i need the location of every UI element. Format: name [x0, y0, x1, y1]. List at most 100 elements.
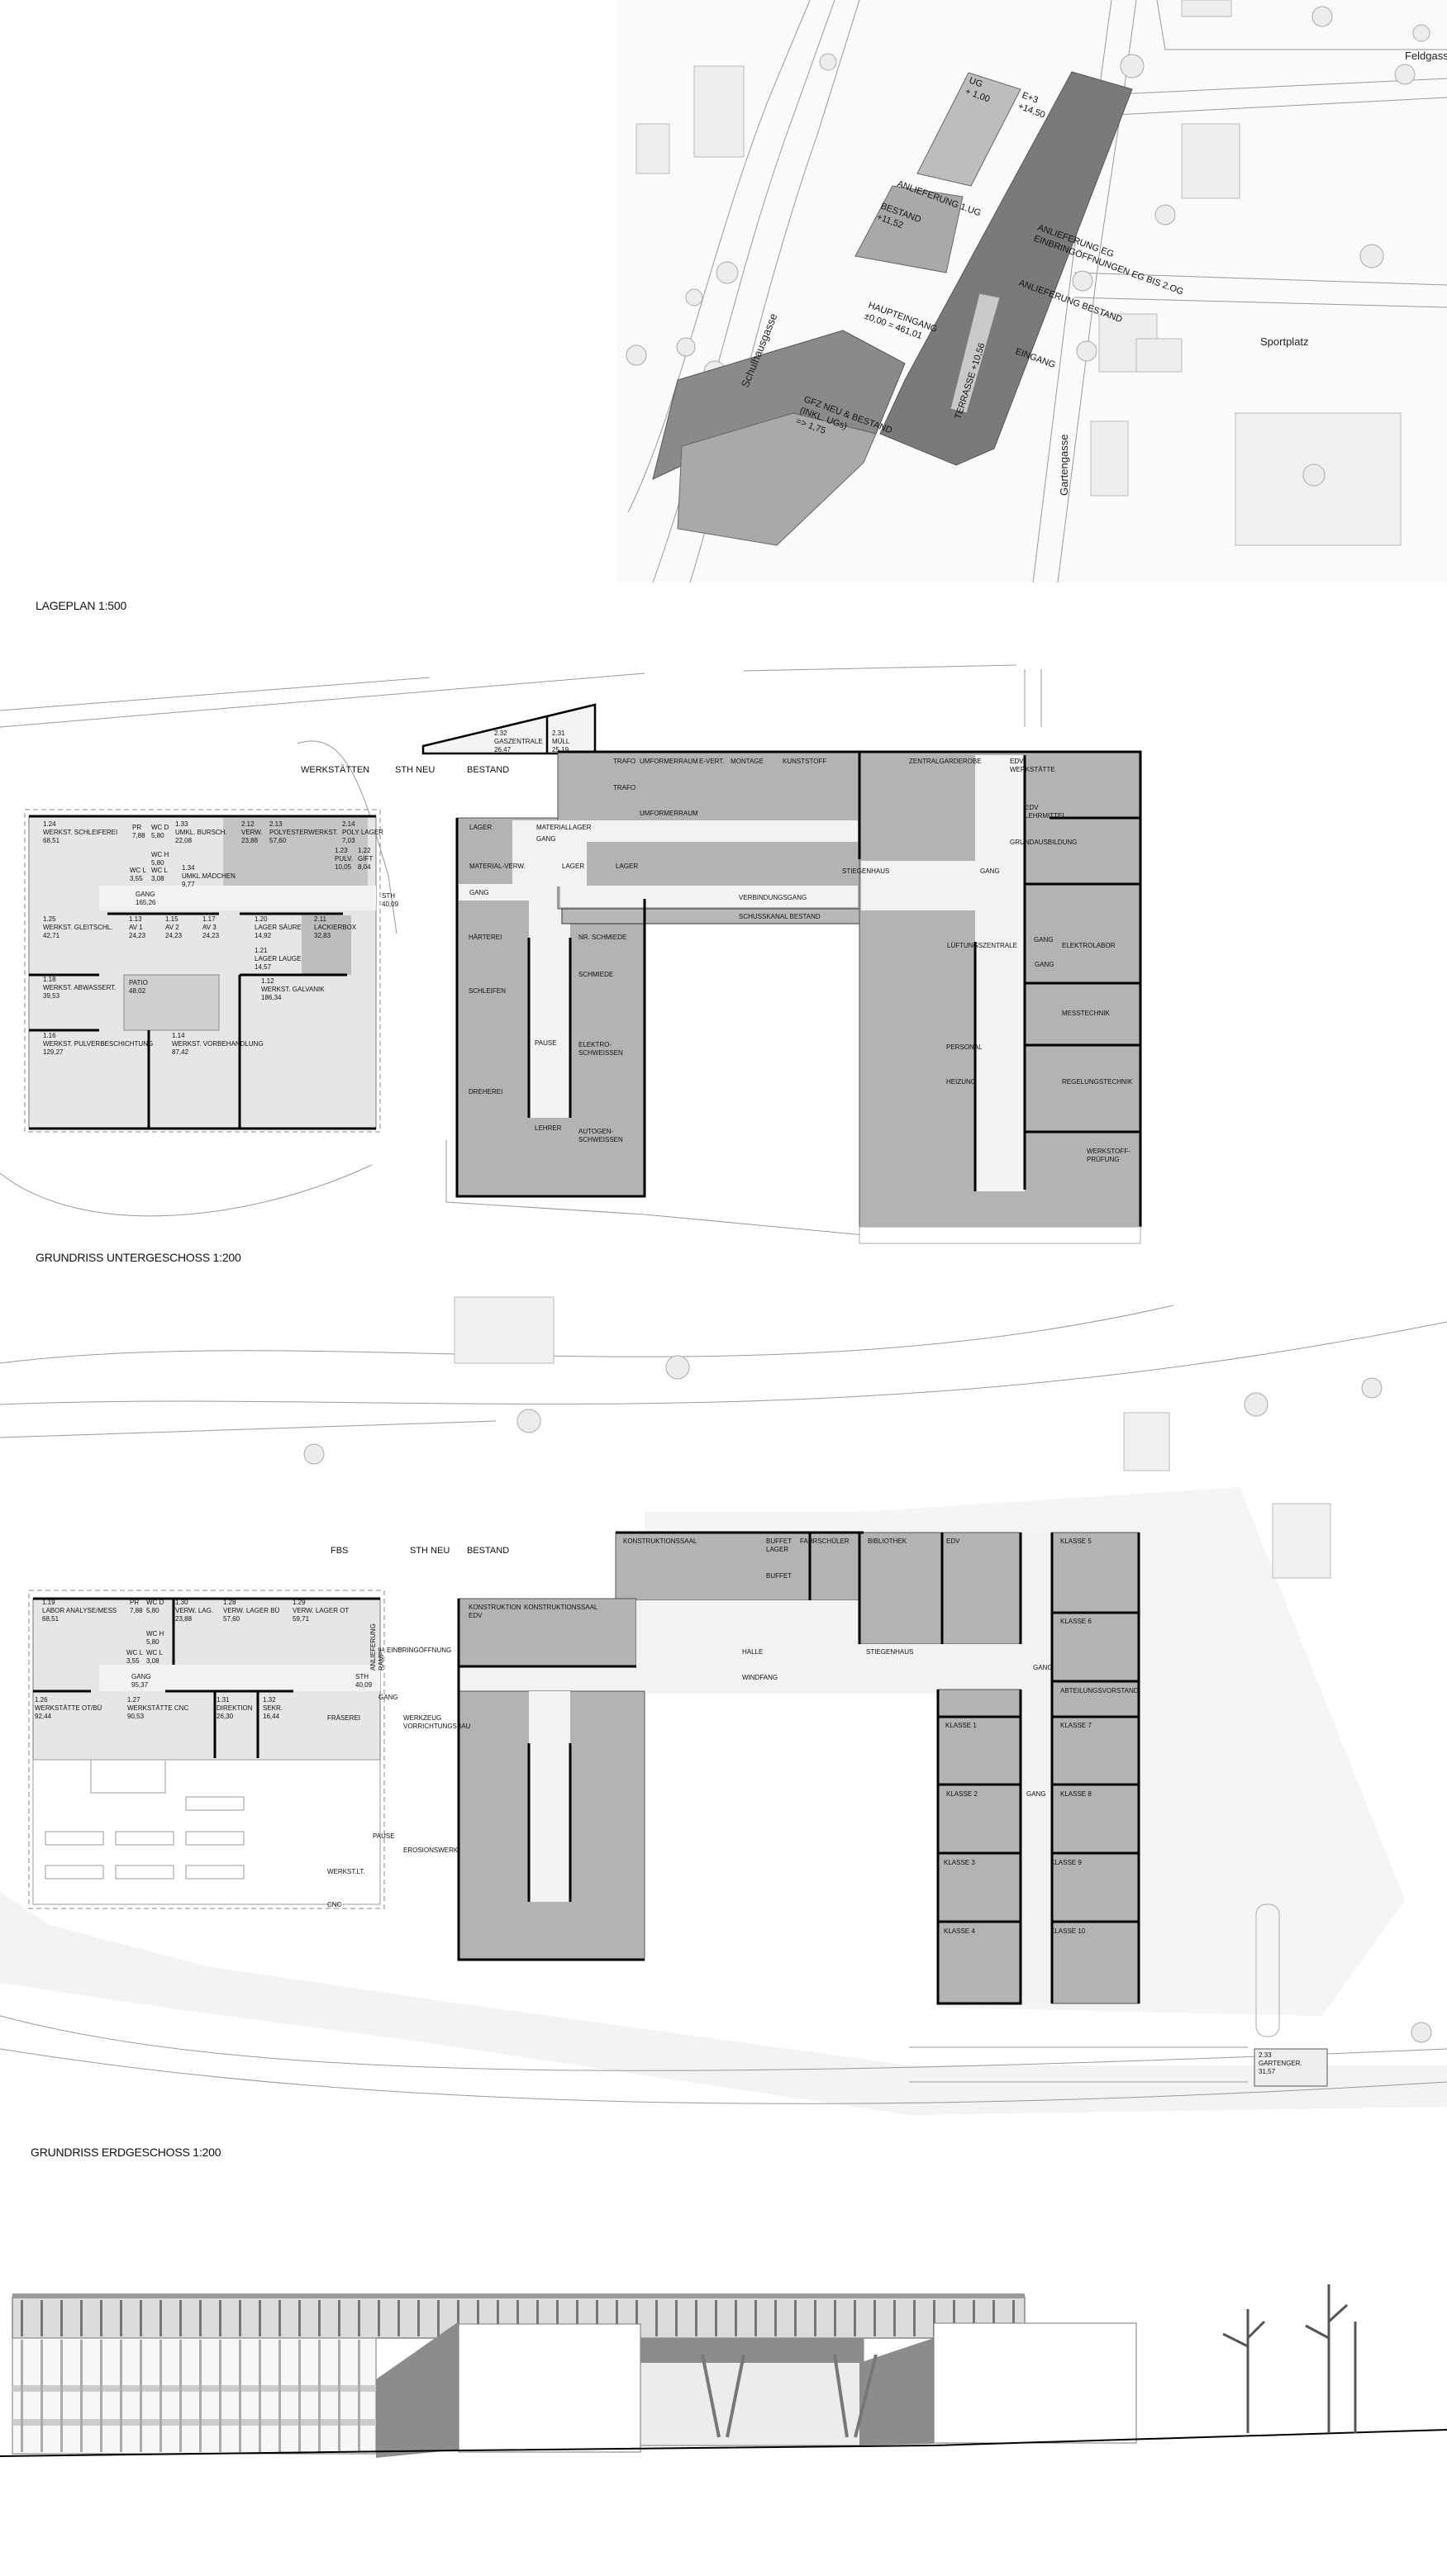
room-label: 1.29 — [293, 1599, 306, 1606]
room-label: LAGER — [562, 863, 584, 870]
mullion — [854, 2300, 856, 2336]
room-label: 57,60 — [223, 1615, 240, 1623]
room-label: KONSTRUKTIONSSAAL — [623, 1538, 697, 1545]
room-label: E-VERT. — [699, 758, 725, 765]
section-label: STH NEU — [395, 765, 435, 775]
room-label: 2.11 — [314, 915, 327, 923]
room-label: WERKST. SCHLEIFEREI — [43, 829, 117, 836]
room-label: EDV — [1010, 758, 1024, 765]
mullion — [735, 2300, 737, 2336]
room-label: WERKSTÄTTE — [1010, 766, 1055, 773]
room-label: KLASSE 7 — [1060, 1722, 1092, 1729]
room-label: HEIZUNG — [946, 1078, 976, 1086]
mullion — [140, 2300, 142, 2336]
mullion — [695, 2300, 697, 2336]
room-label: TRAFO — [613, 758, 635, 765]
room-label: KONSTRUKTIONSSAAL — [524, 1604, 598, 1611]
room-label: 90,53 — [127, 1713, 145, 1720]
room-label: 1.30 — [175, 1599, 188, 1606]
room-label: 23,88 — [241, 837, 259, 844]
room-label: STIEGENHAUS — [842, 867, 889, 875]
room-label: PATIO — [129, 979, 148, 986]
room-label: 1.28 — [223, 1599, 236, 1606]
site-plan — [616, 0, 1447, 583]
room-label: GIFT — [358, 855, 373, 863]
eg-plan — [0, 1296, 1447, 2115]
room-label: 1.20 — [255, 915, 268, 923]
mullion — [794, 2300, 797, 2336]
room-label: GASZENTRALE — [494, 738, 543, 745]
room-label: WERKST. ABWASSERT. — [43, 984, 116, 991]
room-label: MÜLL — [552, 738, 570, 745]
mullion — [635, 2300, 638, 2336]
mullion — [477, 2300, 479, 2336]
mullion — [933, 2300, 935, 2336]
mullion — [516, 2300, 519, 2336]
mullion — [774, 2300, 777, 2336]
room-label: WC L — [146, 1649, 164, 1656]
room-label: GRUNDAUSBILDUNG — [1010, 839, 1077, 846]
room-label: 7,03 — [342, 837, 355, 844]
room-label: WC L — [130, 867, 147, 874]
section-label: STH NEU — [410, 1546, 450, 1556]
site-annotation: UG — [968, 76, 984, 90]
room-label: WC L — [126, 1649, 144, 1656]
street-label: Gartengasse — [1058, 435, 1070, 496]
room-label: 2.33 — [1259, 2051, 1272, 2059]
mullion — [358, 2300, 360, 2336]
mullion — [278, 2340, 281, 2452]
room-label: LAGER — [766, 1546, 788, 1553]
mullion — [338, 2300, 340, 2336]
room-label: GARTENGER. — [1259, 2060, 1302, 2067]
ug-plan-caption: GRUNDRISS UNTERGESCHOSS 1:200 — [36, 1251, 241, 1264]
mullion — [318, 2300, 321, 2336]
mullion — [1012, 2300, 1015, 2336]
room-label: SCHWEISSEN — [578, 1049, 623, 1057]
mullion — [992, 2300, 995, 2336]
room-label: UMFORMERRAUM — [640, 810, 698, 817]
room-label: 10,05 — [335, 863, 352, 871]
room-label: KLASSE 9 — [1050, 1859, 1082, 1866]
mullion — [913, 2300, 916, 2336]
room-label: LEHRER — [535, 1124, 562, 1132]
room-label: MATERIALLAGER — [536, 824, 592, 831]
room-label: VERW. LAGER BÜ — [223, 1607, 280, 1614]
room-label: 26,30 — [217, 1713, 234, 1720]
room-label: DREHEREI — [469, 1088, 502, 1096]
room-label: GANG — [1035, 961, 1054, 968]
mullion — [80, 2340, 83, 2452]
mullion — [80, 2300, 83, 2336]
room-label: WERKST. PULVERBESCHICHTUNG — [43, 1040, 153, 1048]
room-label: 1.15 — [165, 915, 178, 923]
section-label: BESTAND — [467, 1546, 509, 1556]
room-label: GANG — [1026, 1790, 1046, 1798]
room-label: 2.12 — [241, 820, 255, 828]
section-label: WERKSTÄTTEN — [301, 765, 369, 775]
room-label: LAGER LAUGE — [255, 955, 301, 962]
street-label: Feldgasse — [1405, 50, 1447, 62]
room-label: 14,57 — [255, 963, 272, 971]
room-label: 40,09 — [382, 901, 399, 908]
room-label: NR. SCHMIEDE — [578, 934, 626, 941]
room-label: 2.14 — [342, 820, 355, 828]
room-label: ELEKTRO- — [578, 1041, 612, 1048]
room-label: LABOR ANALYSE/MESS — [42, 1607, 117, 1614]
room-label: AV 2 — [165, 924, 179, 931]
room-label: PULV. — [335, 855, 353, 863]
room-label: 2.32 — [494, 730, 507, 737]
room-label: KLASSE 1 — [945, 1722, 977, 1729]
building-bestand — [854, 185, 964, 273]
room-label: WERKST. GLEITSCHL. — [43, 924, 112, 931]
room-label: 129,27 — [43, 1048, 64, 1056]
room-label: 7,88 — [132, 832, 145, 839]
room-label: AV 3 — [202, 924, 217, 931]
room-label: GANG — [469, 889, 489, 896]
room-label: KLASSE 3 — [944, 1859, 975, 1866]
room-label: MATERIAL-VERW. — [469, 863, 526, 870]
mullion — [655, 2300, 658, 2336]
room-label: 31,57 — [1259, 2068, 1276, 2075]
mullion — [953, 2300, 955, 2336]
room-label: WERKSTOFF- — [1087, 1148, 1130, 1155]
room-label: PR — [132, 824, 141, 831]
room-label: GANG — [378, 1694, 398, 1701]
